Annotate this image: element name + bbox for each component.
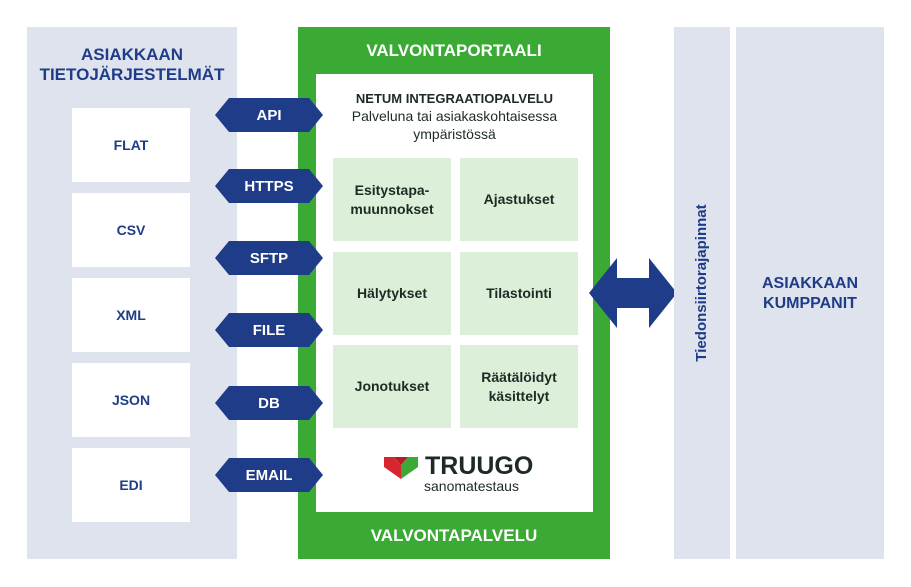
protocol-label: SFTP bbox=[249, 249, 289, 267]
protocol-arrow-api: API bbox=[215, 98, 323, 132]
truugo-logo: TRUUGO sanomatestaus bbox=[382, 452, 542, 497]
feature-alerts: Hälytykset bbox=[333, 252, 451, 335]
format-box-csv: CSV bbox=[72, 193, 190, 267]
service-title: NETUM INTEGRAATIOPALVELU bbox=[355, 91, 554, 106]
feature-custom-processing: Räätälöidyt käsittelyt bbox=[460, 345, 578, 428]
customer-systems-title-line1: ASIAKKAAN bbox=[81, 45, 183, 64]
protocol-arrow-file: FILE bbox=[215, 313, 323, 347]
double-arrow-icon bbox=[215, 313, 323, 347]
feature-label-line1: Jonotukset bbox=[354, 378, 430, 394]
format-label: JSON bbox=[111, 392, 151, 408]
feature-label-line2: käsittelyt bbox=[488, 387, 550, 404]
protocol-arrow-https: HTTPS bbox=[215, 169, 323, 203]
feature-label-line1: Esitystapa- bbox=[354, 181, 430, 198]
feature-label-line1: Räätälöidyt bbox=[481, 368, 557, 385]
feature-schedules: Ajastukset bbox=[460, 158, 578, 241]
feature-format-conversions: Esitystapa- muunnokset bbox=[333, 158, 451, 241]
double-arrow-icon bbox=[215, 386, 323, 420]
truugo-logo-tagline: sanomatestaus bbox=[424, 478, 519, 494]
feature-label-line1: Tilastointi bbox=[486, 285, 552, 301]
monitoring-portal-title: VALVONTAPORTAALI bbox=[366, 41, 542, 60]
truugo-logo-name: TRUUGO bbox=[425, 452, 534, 480]
protocol-label: HTTPS bbox=[244, 177, 294, 195]
transfer-interfaces-strip bbox=[674, 27, 730, 559]
service-subtitle: Palveluna tai asiakaskohtaisessa ympäris… bbox=[316, 107, 593, 143]
feature-statistics: Tilastointi bbox=[460, 252, 578, 335]
customer-partners-title-line2: KUMPPANIT bbox=[763, 295, 857, 312]
transfer-interfaces-text: Tiedonsiirtorajapinnat bbox=[693, 204, 710, 362]
protocol-arrow-db: DB bbox=[215, 386, 323, 420]
feature-label-line1: Ajastukset bbox=[483, 191, 555, 207]
format-box-json: JSON bbox=[72, 363, 190, 437]
big-double-arrow-icon bbox=[589, 258, 677, 328]
customer-systems-title: ASIAKKAAN TIETOJÄRJESTELMÄT bbox=[27, 45, 237, 85]
feature-label-line1: Hälytykset bbox=[356, 285, 428, 301]
format-label: CSV bbox=[116, 222, 146, 238]
format-box-flat: FLAT bbox=[72, 108, 190, 182]
feature-label-line2: muunnokset bbox=[350, 200, 434, 217]
customer-systems-title-line2: TIETOJÄRJESTELMÄT bbox=[39, 65, 225, 84]
truugo-logo-icon bbox=[384, 457, 418, 479]
customer-partners-title: ASIAKKAAN KUMPPANIT bbox=[736, 274, 884, 314]
double-arrow-icon bbox=[215, 98, 323, 132]
protocol-arrow-email: EMAIL bbox=[215, 458, 323, 492]
double-arrow-icon bbox=[215, 169, 323, 203]
protocol-arrow-sftp: SFTP bbox=[215, 241, 323, 275]
service-subtitle-line1: Palveluna tai asiakaskohtaisessa bbox=[351, 108, 558, 124]
protocol-label: FILE bbox=[252, 321, 286, 339]
format-label: FLAT bbox=[113, 137, 149, 153]
protocol-label: EMAIL bbox=[245, 466, 293, 484]
customer-partners-panel bbox=[736, 27, 884, 559]
format-label: EDI bbox=[119, 477, 143, 493]
monitoring-service-title: VALVONTAPALVELU bbox=[370, 526, 538, 545]
protocol-label: DB bbox=[258, 394, 280, 412]
protocol-label: API bbox=[256, 106, 282, 124]
feature-queueing: Jonotukset bbox=[333, 345, 451, 428]
service-subtitle-line2: ympäristössä bbox=[413, 126, 496, 142]
format-box-xml: XML bbox=[72, 278, 190, 352]
format-label: XML bbox=[116, 307, 146, 323]
double-arrow-icon bbox=[215, 241, 323, 275]
double-arrow-icon bbox=[215, 458, 323, 492]
customer-partners-title-line1: ASIAKKAAN bbox=[762, 275, 858, 292]
format-box-edi: EDI bbox=[72, 448, 190, 522]
